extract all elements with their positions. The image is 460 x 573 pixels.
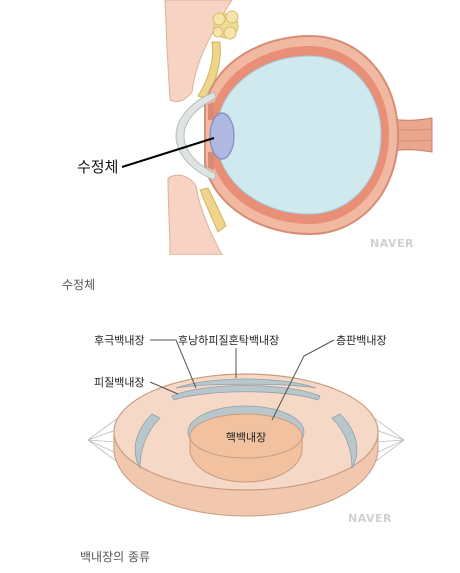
figure1-caption: 수정체 bbox=[62, 278, 96, 292]
inferior-muscle bbox=[199, 187, 227, 233]
iris bbox=[208, 102, 214, 170]
label-lamellar: 층판백내장 bbox=[336, 334, 387, 347]
naver-watermark-2: NAVER bbox=[348, 512, 392, 525]
lower-eyelid bbox=[167, 174, 223, 255]
label-nuclear: 핵백내장 bbox=[226, 431, 266, 444]
eye-cross-section-diagram: 수정체 NAVER bbox=[77, 0, 433, 255]
crystalline-lens bbox=[209, 112, 235, 160]
label-cortical: 피질백내장 bbox=[94, 376, 145, 389]
lens-pointer-line bbox=[121, 137, 215, 168]
vitreous-body bbox=[219, 55, 382, 215]
zonule-fibers-right bbox=[371, 417, 405, 465]
label-posterior-polar: 후극백내장 bbox=[94, 334, 145, 347]
cornea bbox=[175, 91, 217, 181]
posterior-subcapsular-band bbox=[171, 385, 321, 401]
naver-watermark: NAVER bbox=[370, 237, 414, 250]
zonule-fibers-left bbox=[87, 417, 121, 465]
cataract-types-diagram: 후극백내장 후낭하피질혼탁백내장 층판백내장 피질백내장 핵백내장 NAVER bbox=[87, 333, 405, 525]
posterior-polar-band bbox=[175, 378, 317, 389]
cortical-crescent-left bbox=[134, 413, 161, 470]
label-posterior-subcapsular: 후낭하피질혼탁백내장 bbox=[178, 333, 279, 347]
lacrimal-gland bbox=[212, 10, 239, 40]
lens-label: 수정체 bbox=[77, 158, 118, 176]
cortical-crescent-right bbox=[331, 413, 358, 470]
leader-lines bbox=[149, 339, 335, 421]
figure2-caption: 백내장의 종류 bbox=[80, 550, 151, 564]
